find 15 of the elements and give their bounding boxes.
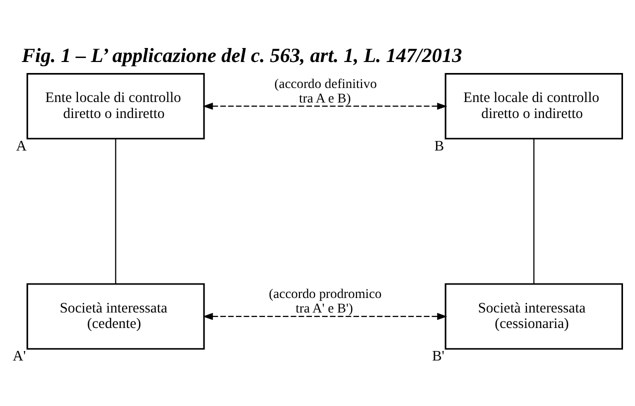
node-label: B — [434, 138, 444, 154]
arrow — [202, 102, 448, 110]
node-box: Società interessata (cedente) — [26, 282, 205, 350]
node-label: B' — [432, 348, 444, 364]
edge-label: (accordo prodromico tra A' e B') — [268, 286, 382, 316]
arrow — [202, 312, 448, 320]
diagram-title: Fig. 1 – L’ applicazione del c. 563, art. 1, L. 147/2013 — [22, 44, 462, 66]
node-box: Ente locale di controllo diretto o indiretto — [26, 72, 205, 139]
connector — [115, 138, 116, 284]
edge-label: (accordo definitivo tra A e B) — [274, 75, 377, 105]
node-box: Ente locale di controllo diretto o indiretto — [444, 72, 623, 139]
node-label: A' — [12, 348, 26, 364]
connector — [533, 138, 534, 284]
node-label: A — [16, 138, 27, 154]
node-box: Società interessata (cessionaria) — [444, 282, 623, 350]
